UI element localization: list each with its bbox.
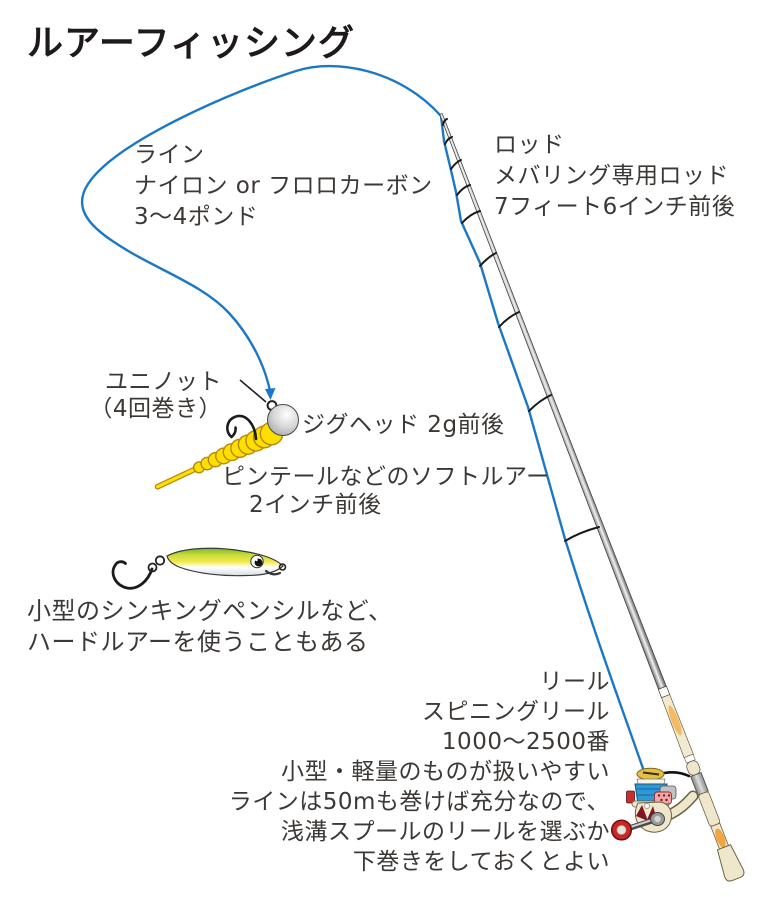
reel-illustration [610, 767, 699, 841]
fishing-line-loop [80, 64, 443, 393]
hardlure-label: 小型のシンキングペンシルなど、 ハードルアーを使うこともある [27, 596, 393, 658]
reel-label-line2: スピニングリール [422, 699, 610, 725]
knot-label: ユニノット （4回巻き） [40, 369, 222, 423]
line-label-title: ライン [134, 142, 205, 168]
line-label-detail2: 3〜4ポンド [134, 204, 259, 230]
hardlure-illustration [111, 547, 287, 590]
hardlure-hook-icon [111, 560, 154, 590]
softlure-label-line1: ピンテールなどのソフトルアー [222, 464, 550, 490]
page-title: ルアーフィッシング [27, 23, 355, 64]
knot-label-line2: （4回巻き） [89, 396, 222, 422]
reel-label-line3: 1000〜2500番 [441, 729, 610, 755]
rod-label-detail1: メバリング専用ロッド [494, 163, 729, 189]
hardlure-nose-ring [278, 563, 287, 571]
line-label-detail1: ナイロン or フロロカーボン [134, 173, 433, 199]
jighead-illustration [154, 400, 299, 490]
rod-label-detail2: 7フィート6インチ前後 [494, 194, 736, 220]
hardlure-label-line2: ハードルアーを使うこともある [27, 628, 369, 656]
fishing-line-rod-side [439, 115, 649, 781]
reel-label-line1: リール [539, 669, 610, 695]
fishing-line [80, 64, 649, 781]
rod-guides [442, 118, 600, 542]
jighead-label: ジグヘッド 2g前後 [302, 412, 505, 438]
softlure-illustration [154, 421, 284, 490]
rod-label-title: ロッド [494, 132, 565, 158]
knot-pointer-line [239, 379, 267, 403]
reel-label: リール スピニングリール 1000〜2500番 小型・軽量のものが扱いやすい ラ… [220, 667, 610, 877]
softlure-label-line2: 2インチ前後 [249, 492, 382, 518]
rod-label: ロッド メバリング専用ロッド 7フィート6インチ前後 [494, 130, 735, 223]
line-arrowhead-icon [265, 388, 276, 400]
jighead-hook-icon [226, 414, 258, 441]
reel-label-line5: ラインは50mも巻けば充分なので、 [228, 789, 610, 815]
hardlure-label-line1: 小型のシンキングペンシルなど、 [27, 597, 393, 625]
reel-label-line7: 下巻きをしておくとよい [352, 849, 610, 875]
hardlure-jaw [264, 569, 282, 576]
knot-label-line1: ユニノット [104, 369, 222, 395]
softlure-label: ピンテールなどのソフトルアー 2インチ前後 [222, 463, 550, 519]
line-label: ライン ナイロン or フロロカーボン 3〜4ポンド [134, 140, 433, 233]
reel-label-line6: 浅溝スプールのリールを選ぶか [281, 819, 610, 845]
jighead-ball [267, 404, 299, 436]
rod-illustration [439, 113, 745, 882]
reel-label-line4: 小型・軽量のものが扱いやすい [281, 759, 610, 785]
